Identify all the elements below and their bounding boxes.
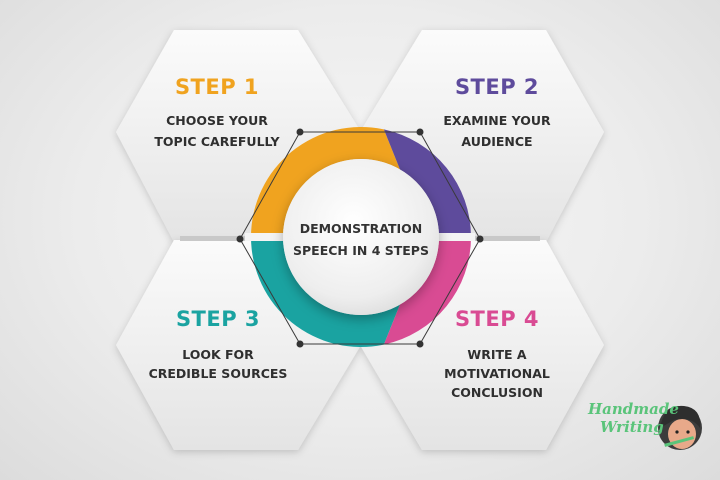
brand-logo-line-2: Writing [600, 418, 664, 436]
step-4-description-line-3: CONCLUSION [451, 385, 543, 400]
avatar-icon [658, 405, 702, 450]
ring-segment-step-1 [251, 126, 400, 237]
step-1-description-line-1: CHOOSE YOUR [166, 113, 268, 128]
vertex-dot [296, 340, 304, 348]
vertex-dot [476, 235, 484, 243]
center-title-line-2: SPEECH IN 4 STEPS [293, 243, 429, 258]
step-3-title: STEP 3 [175, 307, 261, 331]
ring-segment-step-4 [383, 237, 471, 345]
center-title-line-1: DEMONSTRATION [299, 221, 423, 236]
center-circle [283, 159, 439, 315]
step-3-description-line-2: CREDIBLE SOURCES [148, 366, 288, 381]
vertex-dot [416, 340, 424, 348]
step-1-title: STEP 1 [174, 75, 260, 99]
step-1-description-line-2: TOPIC CAREFULLY [154, 134, 280, 149]
vertex-dot [416, 128, 424, 136]
vertex-dot [296, 128, 304, 136]
vertex-dot [236, 235, 244, 243]
step-2-description-line-1: EXAMINE YOUR [443, 113, 551, 128]
step-4-description-line-2: MOTIVATIONAL [444, 366, 550, 381]
step-2-title: STEP 2 [454, 75, 540, 99]
ring-segment-step-2 [383, 129, 471, 237]
brand-logo-line-1: Handmade [588, 400, 679, 418]
brand-logo: Handmade Writing [586, 400, 706, 456]
step-3-description-line-1: LOOK FOR [182, 347, 254, 362]
step-4-description-line-1: WRITE A [467, 347, 527, 362]
step-4-title: STEP 4 [454, 307, 540, 331]
ring-segment-step-3 [251, 237, 400, 347]
step-2-description-line-2: AUDIENCE [461, 134, 533, 149]
